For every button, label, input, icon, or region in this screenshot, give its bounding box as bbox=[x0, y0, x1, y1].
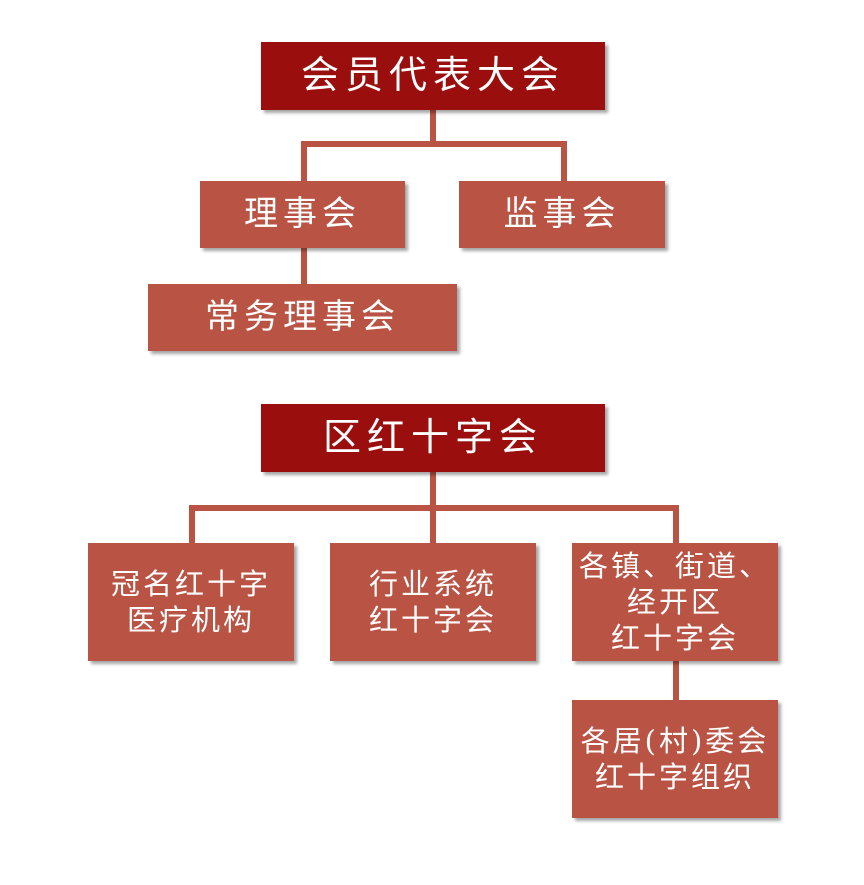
connector-top-horizontal bbox=[301, 141, 567, 147]
node-district-red-cross-label: 区红十字会 bbox=[322, 415, 543, 460]
node-industry-line1: 行业系统 bbox=[368, 566, 497, 601]
connector-bottom-mid-down bbox=[430, 505, 436, 545]
node-named-medical-institutions: 冠名红十字 医疗机构 bbox=[88, 543, 294, 661]
connector-bottom-left-down bbox=[189, 505, 195, 545]
node-town-line3: 红十字会 bbox=[610, 621, 739, 656]
connector-top-left-down bbox=[301, 141, 307, 183]
node-members-congress-label: 会员代表大会 bbox=[300, 53, 565, 98]
node-supervisory-board: 监事会 bbox=[459, 181, 665, 248]
node-named-medical-line1: 冠名红十字 bbox=[110, 566, 271, 601]
node-industry-line2: 红十字会 bbox=[368, 603, 497, 637]
node-standing-council: 常务理事会 bbox=[148, 284, 457, 351]
node-industry-red-cross: 行业系统 红十字会 bbox=[330, 543, 536, 661]
node-council-label: 理事会 bbox=[244, 194, 361, 235]
connector-bottom-right-down bbox=[673, 505, 679, 545]
node-town-street-red-cross: 各镇、街道、 经开区 红十字会 bbox=[572, 543, 778, 661]
node-village-red-cross: 各居(村)委会 红十字组织 bbox=[572, 700, 778, 818]
node-supervisory-board-label: 监事会 bbox=[503, 194, 621, 235]
node-named-medical-line2: 医疗机构 bbox=[126, 603, 255, 637]
node-town-line1: 各镇、街道、 bbox=[578, 548, 771, 583]
node-town-line2: 经开区 bbox=[626, 584, 723, 619]
node-standing-council-label: 常务理事会 bbox=[205, 297, 400, 338]
node-district-red-cross: 区红十字会 bbox=[261, 404, 605, 472]
node-council: 理事会 bbox=[200, 181, 405, 248]
connector-bottom-vertical bbox=[430, 470, 436, 510]
connector-top-right-down bbox=[561, 141, 567, 183]
connector-council-to-standing bbox=[301, 246, 307, 286]
connector-town-to-village bbox=[673, 660, 679, 702]
connector-top-vertical bbox=[430, 108, 436, 146]
node-village-line1: 各居(村)委会 bbox=[580, 723, 770, 758]
node-members-congress: 会员代表大会 bbox=[261, 42, 605, 110]
node-village-line2: 红十字组织 bbox=[594, 760, 755, 794]
